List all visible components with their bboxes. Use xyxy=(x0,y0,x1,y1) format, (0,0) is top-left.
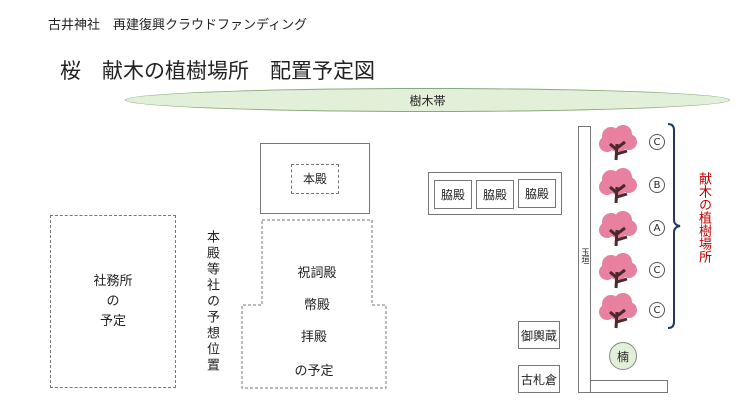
wakiden-2: 脇殿 xyxy=(476,180,514,209)
wakiden-label: 脇殿 xyxy=(440,188,465,202)
honden-box: 本殿 xyxy=(291,163,339,194)
cherry-tree-icon xyxy=(597,167,639,209)
cherry-tree-icon xyxy=(597,124,639,166)
page-title: 桜 献木の植樹場所 配置予定図 xyxy=(60,59,375,83)
shamusho-area: 社務所 の 予定 xyxy=(50,215,176,388)
grade-badge: C xyxy=(649,262,665,278)
haiden-plan: の予定 xyxy=(294,364,334,379)
honden-label: 本殿 xyxy=(302,172,327,186)
haiden: 拝殿 xyxy=(300,330,327,345)
shamusho-plan: 予定 xyxy=(99,313,126,329)
tamagaki-wall-bottom xyxy=(590,380,668,393)
tamagaki-wall xyxy=(578,126,591,393)
cherry-tree-icon xyxy=(597,252,639,294)
kofudagura: 古札倉 xyxy=(518,365,560,393)
wakiden-3: 脇殿 xyxy=(518,179,556,208)
vertical-note: 本殿等社の予想位置 xyxy=(204,230,219,374)
bracket-icon xyxy=(667,123,681,329)
grade-badge: A xyxy=(649,220,665,236)
wakiden-label: 脇殿 xyxy=(482,188,507,202)
grade-badge: B xyxy=(649,177,665,193)
shamusho-label: 社務所 xyxy=(93,273,133,289)
honden-outline: 本殿 xyxy=(260,143,370,214)
tree-belt-label: 樹木帯 xyxy=(409,93,446,108)
grade-badge: C xyxy=(649,302,665,318)
mikoshigura-label: 御輿蔵 xyxy=(520,328,557,343)
kusunoki-label: 楠 xyxy=(616,349,629,364)
shamusho-of: の xyxy=(106,293,120,309)
wakiden-label: 脇殿 xyxy=(524,187,549,201)
kofudagura-label: 古札倉 xyxy=(520,372,557,387)
kusunoki-tree: 楠 xyxy=(609,342,637,370)
grade-badge: C xyxy=(649,134,665,150)
header-text: 古井神社 再建復興クラウドファンディング xyxy=(48,18,308,33)
cherry-tree-icon xyxy=(597,210,639,252)
planting-label: 献木の植樹場所 xyxy=(696,172,711,263)
cherry-tree-icon xyxy=(597,292,639,334)
tree-belt: 樹木帯 xyxy=(125,88,730,112)
tamagaki-label: 玉垣 xyxy=(581,248,590,264)
mikoshigura: 御輿蔵 xyxy=(518,321,560,349)
heiden: 幣殿 xyxy=(303,298,330,313)
wakiden-1: 脇殿 xyxy=(434,180,472,209)
norito-den: 祝詞殿 xyxy=(297,266,337,281)
